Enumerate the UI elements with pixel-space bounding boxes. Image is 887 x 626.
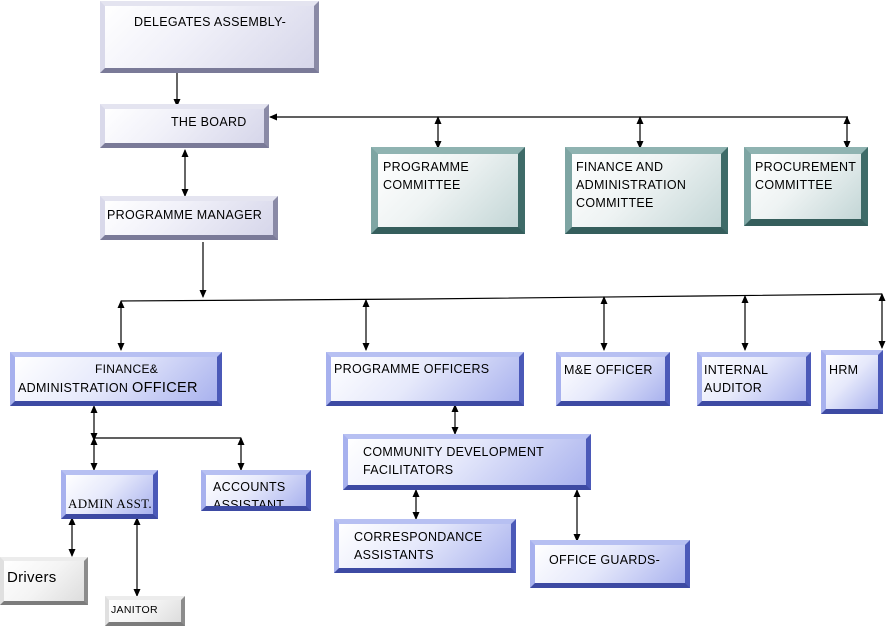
node-internal-auditor: INTERNAL AUDITOR [697,352,811,406]
node-programme-manager: PROGRAMME MANAGER [100,196,278,240]
node-label: FINANCE& [95,362,159,376]
node-finance-admin-committee: FINANCE AND ADMINISTRATION COMMITTEE [565,147,728,234]
node-label-part: ADMINISTRATION [18,381,132,395]
node-admin-asst: ADMIN ASST. [61,470,158,519]
node-procurement-committee: PROCUREMENT COMMITTEE [744,147,868,226]
node-label: OFFICE GUARDS- [549,553,661,567]
node-label: FINANCE AND ADMINISTRATION COMMITTEE [576,160,687,211]
node-label: CORRESPONDANCE ASSISTANTS [354,530,483,563]
node-drivers: Drivers [0,557,88,605]
node-label: PROGRAMME COMMITTEE [383,160,470,193]
node-label: M&E OFFICER [564,363,653,377]
node-label: INTERNAL AUDITOR [704,363,769,396]
node-label: THE BOARD [171,115,247,129]
node-label: PROCUREMENT COMMITTEE [755,160,857,193]
node-hrm: HRM [821,350,883,414]
node-me-officer: M&E OFFICER [556,352,670,406]
node-community-dev-facilitators: COMMUNITY DEVELOPMENT FACILITATORS [343,434,591,490]
connector-staff-bus [120,293,883,302]
node-delegates-assembly: DELEGATES ASSEMBLY- [100,1,319,73]
node-label-emphasis: OFFICER [132,380,198,396]
node-label: HRM [829,363,859,377]
node-finance-admin-officer: FINANCE& ADMINISTRATION OFFICER [10,352,222,406]
node-label: JANITOR [111,604,158,616]
node-label-line2: ADMINISTRATION OFFICER [18,378,198,399]
node-label: DELEGATES ASSEMBLY- [134,15,287,29]
node-label: PROGRAMME OFFICERS [334,362,490,376]
node-programme-officers: PROGRAMME OFFICERS [326,352,524,406]
node-label: ACCOUNTS ASSISTANT [213,480,286,511]
node-programme-committee: PROGRAMME COMMITTEE [371,147,525,234]
node-office-guards: OFFICE GUARDS- [530,540,690,588]
node-label: COMMUNITY DEVELOPMENT FACILITATORS [363,445,545,478]
node-label: Drivers [7,569,57,586]
node-label: ADMIN ASST. [68,496,152,511]
node-janitor: JANITOR [105,596,185,626]
node-label: PROGRAMME MANAGER [107,208,263,222]
node-correspondance-assistants: CORRESPONDANCE ASSISTANTS [334,519,516,573]
node-accounts-assistant: ACCOUNTS ASSISTANT [201,470,311,511]
node-the-board: THE BOARD [100,104,269,148]
